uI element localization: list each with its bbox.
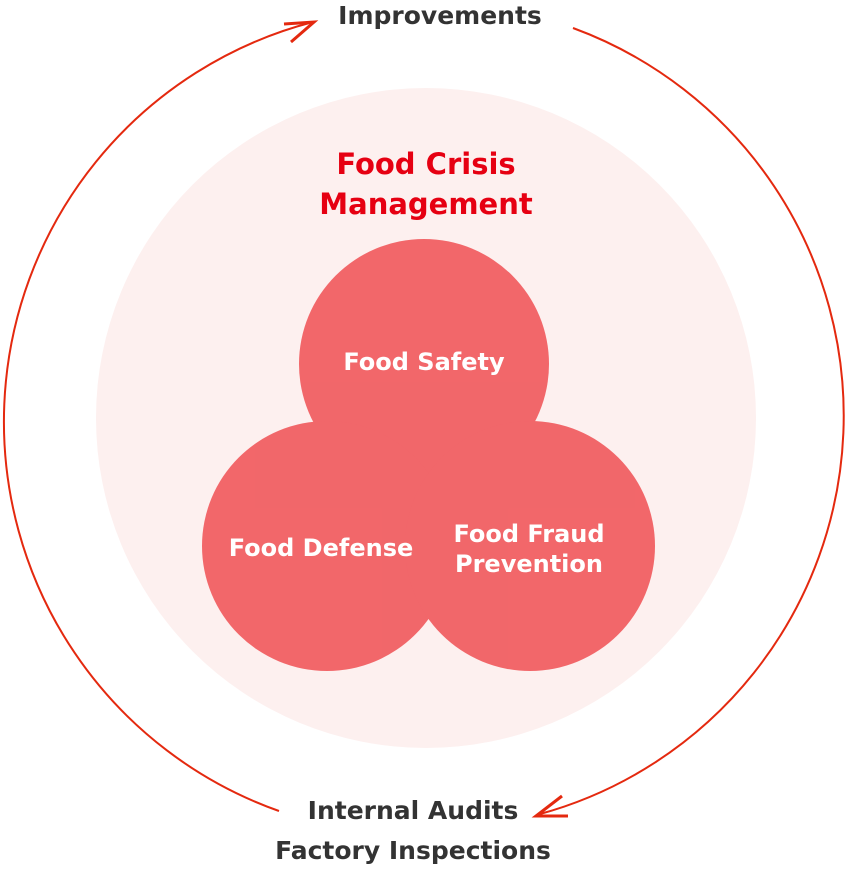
- cycle-arrow-icon: [531, 794, 568, 818]
- bottom-label-line2: Factory Inspections: [275, 836, 551, 865]
- food-safety-label: Food Safety: [343, 348, 505, 376]
- cycle-arrow-icon: [283, 20, 319, 44]
- cycle-arc-right: [539, 27, 845, 815]
- food-fraud-label-line2: Prevention: [455, 550, 603, 578]
- cycle-arc-left: [2, 21, 314, 812]
- top-label: Improvements: [338, 1, 542, 30]
- center-title-line2: Management: [319, 187, 533, 221]
- center-title-line1: Food Crisis: [336, 147, 516, 181]
- venn-circles: [202, 239, 655, 671]
- food-defense-label: Food Defense: [228, 534, 414, 562]
- venn-circle-food-defense: [202, 421, 452, 671]
- food-fraud-label-line1: Food Fraud: [453, 520, 605, 548]
- venn-circle-food-fraud: [405, 421, 655, 671]
- bottom-label-line1: Internal Audits: [307, 796, 519, 825]
